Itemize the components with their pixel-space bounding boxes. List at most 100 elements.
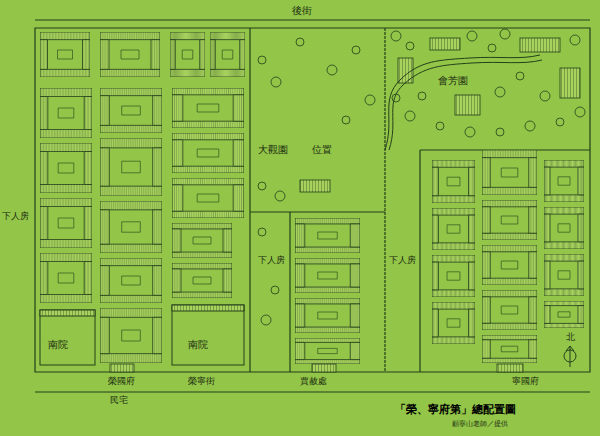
garden-buildings [300, 180, 330, 192]
rong-courtyards [170, 32, 205, 77]
ning-courtyards [432, 150, 584, 363]
rong-courtyards [100, 88, 162, 133]
garden-trees [418, 92, 426, 100]
place-label: 北 [566, 333, 575, 342]
street-lines [35, 19, 590, 20]
place-label: 民宅 [110, 396, 128, 405]
south-yards [40, 310, 95, 316]
rong-courtyards [172, 263, 232, 298]
street-lines [419, 150, 420, 372]
south-yards [172, 305, 244, 365]
street-lines [289, 212, 290, 372]
garden-trees [496, 128, 504, 136]
garden-trees [275, 191, 285, 201]
rong-courtyards [40, 143, 92, 193]
jia-she-courtyards [295, 338, 360, 364]
jia-she-courtyards [295, 218, 360, 364]
gates [110, 364, 523, 372]
south-yards [40, 310, 95, 365]
garden-trees [296, 38, 304, 46]
garden-trees [271, 286, 279, 294]
rong-courtyards [40, 88, 92, 138]
garden-trees [495, 87, 505, 97]
ning-courtyards [482, 200, 537, 240]
ning-courtyards [482, 290, 537, 330]
garden-buildings [560, 68, 580, 98]
garden-trees [406, 42, 414, 50]
ning-courtyards [432, 302, 475, 344]
rong-courtyards [40, 32, 245, 363]
ning-courtyards [432, 255, 475, 297]
garden-trees [258, 29, 585, 325]
north-arrow [566, 346, 574, 367]
garden-trees [556, 118, 564, 126]
place-label: 大觀園 [258, 145, 288, 155]
street-lines [35, 28, 590, 372]
garden-trees [500, 29, 510, 39]
place-label: 南院 [48, 340, 68, 350]
garden-trees [465, 127, 475, 137]
place-label: 榮國府 [108, 377, 135, 386]
garden-trees [540, 91, 550, 101]
garden-trees [488, 44, 496, 52]
rong-courtyards [100, 258, 162, 303]
plan-title: 「榮、寧府第」總配置圖 [395, 404, 516, 415]
place-label: 後街 [292, 6, 312, 16]
garden-trees [342, 116, 350, 124]
garden-trees [391, 31, 401, 41]
rong-courtyards [210, 32, 245, 77]
street-lines [35, 20, 590, 392]
rong-courtyards [100, 308, 162, 363]
ning-courtyards [432, 160, 475, 203]
gates [110, 364, 134, 372]
ning-courtyards [432, 208, 475, 250]
place-label: 寧國府 [512, 377, 539, 386]
place-label: 南院 [188, 340, 208, 350]
place-label: 下人房 [389, 256, 416, 265]
jia-she-courtyards [295, 298, 360, 333]
rong-courtyards [100, 32, 160, 77]
garden-trees [436, 122, 444, 130]
street-lines [384, 28, 385, 372]
ning-courtyards [482, 245, 537, 285]
south-yards [172, 305, 244, 311]
rong-courtyards [100, 201, 162, 253]
garden-stream [389, 60, 542, 150]
place-label: 位置 [312, 145, 332, 155]
garden-trees [365, 95, 375, 105]
garden-trees [327, 65, 337, 75]
garden-stream [385, 55, 540, 150]
garden-buildings [300, 38, 580, 192]
garden-trees [258, 182, 266, 190]
ning-courtyards [544, 254, 584, 296]
ning-courtyards [544, 301, 584, 328]
ning-courtyards [544, 160, 584, 202]
garden-trees [258, 56, 266, 64]
jia-she-courtyards [295, 218, 360, 253]
gates [497, 364, 523, 372]
garden-trees [575, 107, 585, 117]
garden-trees [258, 228, 266, 236]
garden-trees [516, 72, 524, 80]
garden-trees [570, 35, 580, 45]
garden-trees [392, 94, 400, 102]
garden-buildings [520, 38, 560, 52]
ning-courtyards [482, 150, 537, 195]
garden-buildings [430, 38, 460, 50]
garden-trees [467, 31, 477, 41]
north-arrow [564, 346, 576, 367]
garden-trees [525, 121, 535, 131]
place-label: 賈赦處 [300, 377, 327, 386]
place-label: 下人房 [258, 256, 285, 265]
place-label: 會芳園 [438, 76, 468, 86]
south-yards [40, 305, 244, 365]
place-label: 下人房 [2, 212, 29, 221]
street-lines [249, 28, 250, 372]
rong-courtyards [100, 138, 162, 196]
credit-caption: 顧寧山老師／提供 [452, 421, 508, 428]
rong-courtyards [40, 32, 90, 77]
ning-courtyards [544, 207, 584, 249]
